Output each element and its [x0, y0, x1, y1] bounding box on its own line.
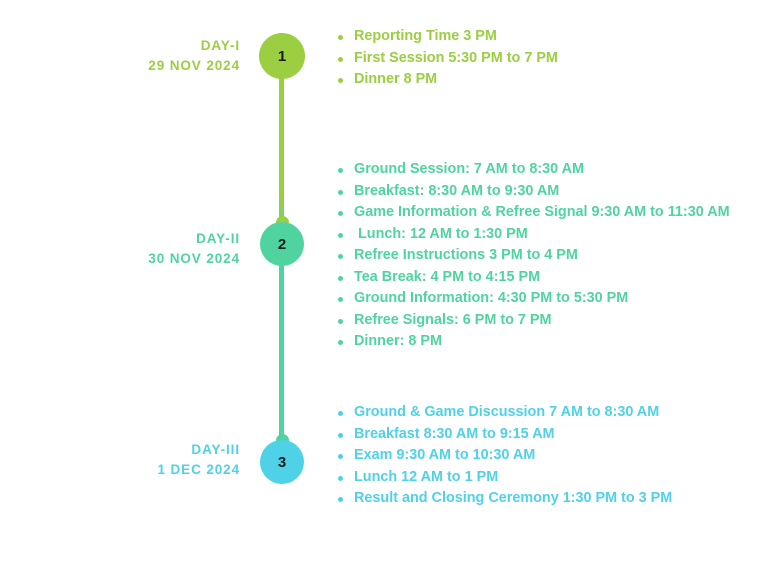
schedule-list-day3: Ground & Game Discussion 7 AM to 8:30 AM… — [336, 402, 672, 510]
day-name-day1: DAY-I — [200, 38, 240, 53]
list-item: Ground Session: 7 AM to 8:30 AM — [336, 159, 730, 181]
list-item: Refree Instructions 3 PM to 4 PM — [336, 245, 730, 267]
timeline-node-day1[interactable]: 1 — [259, 33, 305, 79]
node-number-day1: 1 — [277, 47, 287, 65]
list-item: Dinner 8 PM — [336, 69, 558, 91]
schedule-list-day1: Reporting Time 3 PM First Session 5:30 P… — [336, 26, 558, 91]
day-label-day3: DAY-III 1 DEC 2024 — [157, 440, 240, 479]
list-item: Result and Closing Ceremony 1:30 PM to 3… — [336, 488, 672, 510]
schedule-list-day2: Ground Session: 7 AM to 8:30 AM Breakfas… — [336, 159, 730, 353]
list-item: Game Information & Refree Signal 9:30 AM… — [336, 202, 730, 224]
list-item: Refree Signals: 6 PM to 7 PM — [336, 310, 730, 332]
list-item: Tea Break: 4 PM to 4:15 PM — [336, 267, 730, 289]
list-item: Lunch 12 AM to 1 PM — [336, 467, 672, 489]
list-item: Lunch: 12 AM to 1:30 PM — [336, 224, 730, 246]
timeline-node-day2[interactable]: 2 — [260, 222, 304, 266]
list-item: Exam 9:30 AM to 10:30 AM — [336, 445, 672, 467]
day-date-day3: 1 DEC 2024 — [157, 461, 240, 477]
list-item: Ground Information: 4:30 PM to 5:30 PM — [336, 288, 730, 310]
timeline-connector-day1-day2 — [279, 56, 284, 238]
list-item: Dinner: 8 PM — [336, 331, 730, 353]
list-item: Reporting Time 3 PM — [336, 26, 558, 48]
list-item: Breakfast: 8:30 AM to 9:30 AM — [336, 181, 730, 203]
timeline-connector-day2-day3 — [279, 238, 284, 462]
day-label-day1: DAY-I 29 NOV 2024 — [148, 36, 240, 75]
list-item: Ground & Game Discussion 7 AM to 8:30 AM — [336, 402, 672, 424]
node-number-day3: 3 — [277, 453, 287, 471]
list-item: First Session 5:30 PM to 7 PM — [336, 48, 558, 70]
day-name-day2: DAY-II — [196, 231, 240, 246]
day-label-day2: DAY-II 30 NOV 2024 — [148, 229, 240, 268]
node-number-day2: 2 — [277, 235, 287, 253]
list-item: Breakfast 8:30 AM to 9:15 AM — [336, 424, 672, 446]
day-date-day2: 30 NOV 2024 — [148, 250, 240, 266]
day-date-day1: 29 NOV 2024 — [148, 57, 240, 73]
timeline-node-day3[interactable]: 3 — [260, 440, 304, 484]
day-name-day3: DAY-III — [191, 442, 240, 457]
